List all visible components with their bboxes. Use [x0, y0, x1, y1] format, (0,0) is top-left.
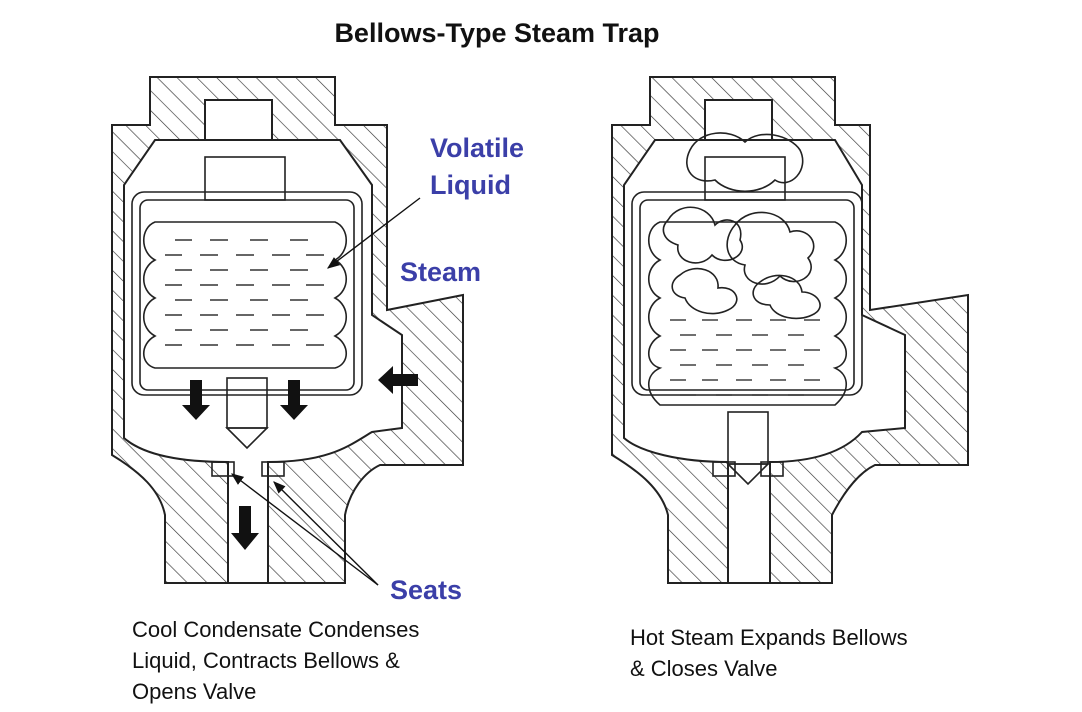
left-volatile-liquid [165, 239, 324, 346]
right-seat [261, 461, 285, 477]
right-bellows-expanded [647, 221, 848, 406]
right-seat-right [760, 461, 784, 477]
caption-left-line3: Opens Valve [132, 679, 257, 704]
flow-down-arrow-1 [182, 380, 210, 420]
left-seat [211, 461, 235, 477]
left-bellows [142, 221, 348, 369]
right-seat-left [712, 461, 736, 477]
steam-inlet-arrow [378, 366, 418, 394]
caption-left: Cool Condensate Condenses Liquid, Contra… [132, 614, 419, 707]
right-valve-cone [726, 463, 770, 486]
left-flow-arrows [182, 366, 418, 550]
diagram-title: Bellows-Type Steam Trap [334, 18, 659, 48]
discharge-down-arrow [231, 506, 259, 550]
flow-down-arrow-2 [280, 380, 308, 420]
right-volatile-liquid [670, 319, 820, 396]
left-cap-plug [204, 99, 273, 141]
label-volatile-line2: Liquid [430, 170, 511, 200]
vapor-bubbles [662, 132, 821, 320]
label-volatile-line1: Volatile [430, 133, 524, 163]
volatile-liquid-leader [326, 197, 421, 269]
caption-left-line2: Liquid, Contracts Bellows & [132, 648, 400, 673]
seats-leader-1 [230, 473, 379, 586]
caption-right: Hot Steam Expands Bellows & Closes Valve [630, 622, 908, 684]
seats-leader-2 [273, 481, 379, 586]
label-seats: Seats [390, 575, 462, 605]
caption-right-line2: & Closes Valve [630, 656, 778, 681]
left-stem-box [204, 156, 286, 201]
left-trap-open [111, 76, 464, 586]
right-trap-closed [611, 76, 969, 584]
left-bellows-housing [131, 191, 363, 396]
label-steam: Steam [400, 257, 481, 287]
left-valve-cone [225, 427, 269, 450]
caption-right-line1: Hot Steam Expands Bellows [630, 625, 908, 650]
right-stem-box [704, 156, 786, 201]
caption-left-line1: Cool Condensate Condenses [132, 617, 420, 642]
